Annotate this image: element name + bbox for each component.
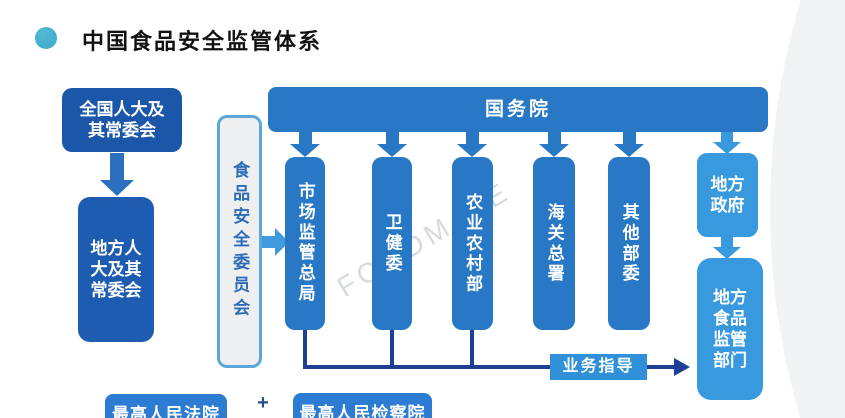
connector-line xyxy=(303,365,550,369)
arrow-down-icon xyxy=(290,132,320,157)
local-peoples-congress-box: 地方人 大及其 常委会 xyxy=(78,197,154,342)
national-peoples-congress-box: 全国人大及 其常委会 xyxy=(62,88,182,152)
state-council-bar: 国务院 xyxy=(268,87,768,132)
title-bullet-icon xyxy=(35,27,57,49)
ministry-box-market-regulation: 市场监管总局 xyxy=(285,157,325,330)
arrow-down-icon xyxy=(713,132,741,154)
ministry-box-agriculture: 农业农村部 xyxy=(452,157,493,330)
ministry-box-health-commission: 卫健委 xyxy=(372,157,412,330)
connector-line xyxy=(390,330,394,369)
local-food-regulator-box: 地方 食品 监管 部门 xyxy=(697,258,763,400)
food-safety-committee-box: 食品安全委员会 xyxy=(217,115,262,368)
business-guidance-label: 业务指导 xyxy=(550,354,647,380)
arrow-head-icon xyxy=(674,358,690,376)
page-title: 中国食品安全监管体系 xyxy=(82,29,323,54)
supreme-court-box: 最高人民法院 xyxy=(105,394,227,418)
ministry-box-other: 其他部委 xyxy=(608,157,650,330)
connector-line xyxy=(303,330,307,369)
arrow-down-icon xyxy=(377,132,407,157)
background-circle xyxy=(770,0,845,418)
local-government-box: 地方 政府 xyxy=(697,153,758,237)
plus-sign: + xyxy=(257,392,269,414)
connector-line xyxy=(470,330,474,369)
arrow-down-icon xyxy=(100,153,134,196)
supreme-procuratorate-box: 最高人民检察院 xyxy=(293,393,432,418)
arrow-down-icon xyxy=(457,132,487,157)
arrow-down-icon xyxy=(713,237,741,259)
arrow-down-icon xyxy=(539,132,569,157)
connector-line xyxy=(647,365,674,369)
ministry-box-customs: 海关总署 xyxy=(533,157,575,330)
arrow-down-icon xyxy=(614,132,644,157)
